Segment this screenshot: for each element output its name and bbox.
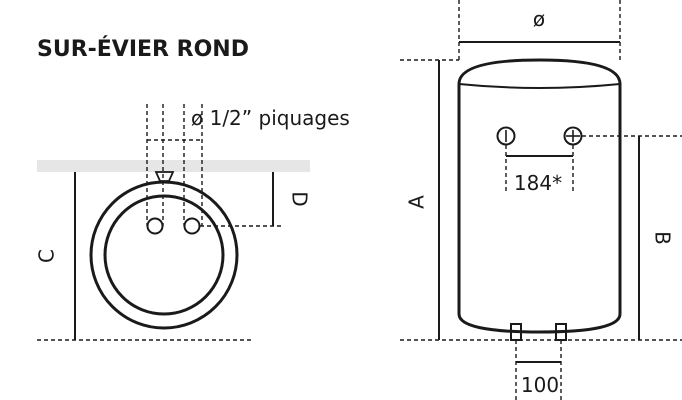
dim-a-label: A — [405, 195, 429, 209]
dim-184-label: 184* — [514, 171, 562, 195]
inlet-pipe-circle — [146, 217, 164, 235]
outlet-pipe-circle — [183, 217, 201, 235]
dim-c-label: C — [35, 249, 59, 263]
dim-b-label: B — [651, 231, 675, 245]
front-inlet-circle — [496, 126, 516, 146]
piquages-label: ø 1/2” piquages — [191, 106, 350, 130]
tank-top-seam — [458, 83, 621, 89]
tank-body — [457, 58, 622, 334]
mounting-bracket — [154, 171, 175, 182]
diagram-title: SUR-ÉVIER ROND — [37, 36, 249, 62]
diameter-label: ø — [533, 7, 545, 31]
dim-d-label: D — [288, 191, 312, 206]
tank-inner-circle — [103, 194, 225, 316]
wall-shelf — [37, 160, 310, 172]
front-outlet-circle — [563, 126, 583, 146]
dim-100-label: 100 — [521, 373, 559, 397]
tank-outer-circle — [89, 180, 239, 330]
